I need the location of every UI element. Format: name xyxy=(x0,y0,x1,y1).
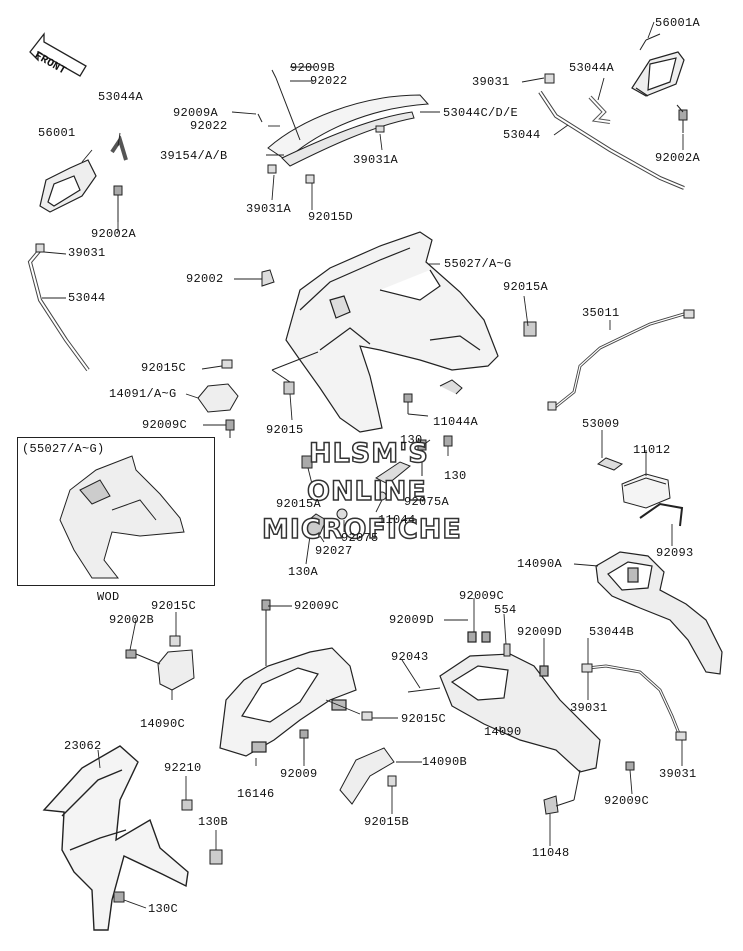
upper-cowl-part xyxy=(285,231,499,433)
part-label-92009C: 92009C xyxy=(604,794,650,808)
part-label-92022: 92022 xyxy=(190,119,228,133)
part-label-23062: 23062 xyxy=(64,739,102,753)
part-label-11048: 11048 xyxy=(532,846,570,860)
inset-footer: WOD xyxy=(97,590,120,604)
duct-right-part xyxy=(595,551,723,675)
inset-cowl-part xyxy=(59,455,185,579)
part-label-56001: 56001 xyxy=(38,126,76,140)
part-label-53044C-D-E: 53044C/D/E xyxy=(443,106,519,120)
part-label-92027: 92027 xyxy=(315,544,353,558)
part-label-130A: 130A xyxy=(288,565,319,579)
part-label-39154-A-B: 39154/A/B xyxy=(160,149,228,163)
part-label-39031: 39031 xyxy=(570,701,608,715)
part-label-11012: 11012 xyxy=(633,443,671,457)
part-label-92075A: 92075A xyxy=(404,495,450,509)
part-label-92002A: 92002A xyxy=(655,151,701,165)
part-label-53044: 53044 xyxy=(503,128,541,142)
part-label-92002B: 92002B xyxy=(109,613,155,627)
mirror-left-part xyxy=(39,159,97,213)
front-arrow-icon xyxy=(29,32,87,77)
part-label-92093: 92093 xyxy=(656,546,694,560)
part-label-11044A: 11044A xyxy=(433,415,479,429)
part-label-92009D: 92009D xyxy=(389,613,435,627)
part-label-92015B: 92015B xyxy=(364,815,410,829)
part-label-35011: 35011 xyxy=(582,306,620,320)
part-label-53044B: 53044B xyxy=(589,625,635,639)
watermark-line-1: HLSM'S xyxy=(308,438,429,469)
part-label-92210: 92210 xyxy=(164,761,202,775)
part-label-14090C: 14090C xyxy=(140,717,186,731)
part-label-92002: 92002 xyxy=(186,272,224,286)
part-label-56001A: 56001A xyxy=(655,16,701,30)
part-label-130: 130 xyxy=(444,469,467,483)
part-label-39031A: 39031A xyxy=(353,153,399,167)
part-label-92015A: 92015A xyxy=(503,280,549,294)
frame-stay-part xyxy=(42,745,189,931)
part-label-14090A: 14090A xyxy=(517,557,563,571)
part-label-92015C: 92015C xyxy=(141,361,187,375)
inset-caption: (55027/A~G) xyxy=(22,442,105,456)
inset-box xyxy=(17,437,215,586)
watermark-line-3: MICROFICHE xyxy=(261,514,462,545)
part-label-130C: 130C xyxy=(148,902,179,916)
instrument-panel-part xyxy=(219,647,357,757)
part-label-16146: 16146 xyxy=(237,787,275,801)
part-label-130B: 130B xyxy=(198,815,229,829)
mirror-right-part xyxy=(631,51,685,97)
part-label-92043: 92043 xyxy=(391,650,429,664)
part-label-14090B: 14090B xyxy=(422,755,468,769)
part-label-53044A: 53044A xyxy=(98,90,144,104)
part-label-14091-A-G: 14091/A~G xyxy=(109,387,177,401)
part-label-92022: 92022 xyxy=(310,74,348,88)
part-label-14090: 14090 xyxy=(484,725,522,739)
part-label-39031A: 39031A xyxy=(246,202,292,216)
part-label-92009C: 92009C xyxy=(459,589,505,603)
part-label-92015C: 92015C xyxy=(401,712,447,726)
part-label-53044: 53044 xyxy=(68,291,106,305)
part-label-92002A: 92002A xyxy=(91,227,137,241)
part-label-92009A: 92009A xyxy=(173,106,219,120)
part-label-92015: 92015 xyxy=(266,423,304,437)
part-label-53009: 53009 xyxy=(582,417,620,431)
part-label-92075: 92075 xyxy=(341,531,379,545)
part-label-92015C: 92015C xyxy=(151,599,197,613)
part-label-92015A: 92015A xyxy=(276,497,322,511)
part-label-39031: 39031 xyxy=(68,246,106,260)
part-label-92015D: 92015D xyxy=(308,210,354,224)
part-label-554: 554 xyxy=(494,603,517,617)
part-label-130: 130 xyxy=(400,433,423,447)
part-label-55027-A-G: 55027/A~G xyxy=(444,257,512,271)
part-label-39031: 39031 xyxy=(472,75,510,89)
part-label-92009: 92009 xyxy=(280,767,318,781)
part-label-92009B: 92009B xyxy=(290,61,336,75)
part-label-92009C: 92009C xyxy=(294,599,340,613)
part-label-92009D: 92009D xyxy=(517,625,563,639)
part-label-39031: 39031 xyxy=(659,767,697,781)
part-label-92009C: 92009C xyxy=(142,418,188,432)
duct-center-part xyxy=(439,631,601,773)
watermark-line-2: ONLINE xyxy=(306,476,427,507)
part-label-11044: 11044 xyxy=(378,513,416,527)
part-label-53044A: 53044A xyxy=(569,61,615,75)
